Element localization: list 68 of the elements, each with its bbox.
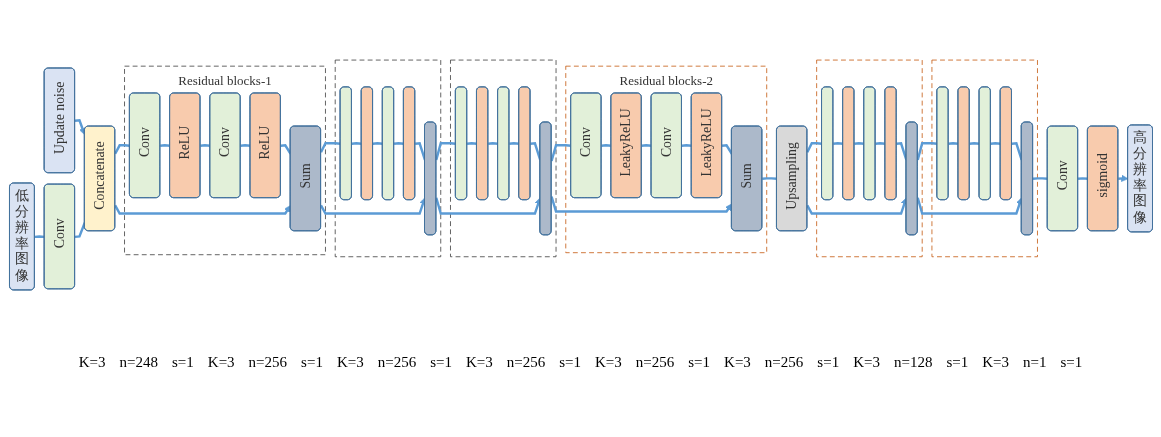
- connector: [466, 142, 477, 145]
- arrow: [916, 197, 1023, 215]
- parameter-label: n=256: [764, 354, 804, 371]
- arrow: [113, 204, 291, 215]
- connector: [1077, 177, 1088, 181]
- connector: [240, 144, 250, 147]
- parameter-label: n=256: [506, 354, 546, 371]
- connector: [832, 142, 843, 145]
- parameter-label: K=3: [336, 354, 364, 371]
- parameter-label: n=256: [248, 354, 288, 371]
- parameter-label: n=256: [635, 354, 675, 371]
- connector: [681, 144, 692, 147]
- connector: [199, 144, 210, 147]
- parameter-label: s=1: [301, 354, 323, 371]
- parameter-label: s=1: [688, 354, 711, 371]
- parameter-label: s=1: [172, 354, 194, 371]
- arrow: [319, 197, 426, 215]
- connector: [947, 142, 958, 145]
- connector: [549, 144, 571, 162]
- arrow: [549, 196, 732, 213]
- parameter-label: K=3: [853, 354, 880, 371]
- parameter-label: K=3: [207, 354, 235, 371]
- connector: [487, 142, 498, 145]
- cluster: [334, 59, 441, 258]
- connector: [969, 142, 980, 145]
- connector: [113, 144, 130, 155]
- arrow: [1117, 174, 1128, 182]
- cluster: [931, 59, 1038, 258]
- connector: [874, 142, 885, 145]
- connector: [990, 142, 1001, 145]
- connector: [372, 142, 383, 145]
- connector: [641, 144, 652, 147]
- parameter-label: s=1: [946, 354, 969, 371]
- connector: [393, 142, 404, 145]
- connector: [761, 177, 777, 181]
- connector: [1032, 177, 1048, 181]
- cluster: [815, 59, 923, 258]
- connector: [853, 142, 864, 145]
- connector: [1011, 142, 1023, 161]
- connector: [159, 144, 170, 147]
- parameter-label: n=1: [1023, 354, 1047, 371]
- connector: [600, 144, 611, 147]
- parameter-label: s=1: [817, 354, 840, 371]
- parameter-label: K=3: [982, 354, 1009, 371]
- connector: [34, 235, 45, 239]
- connector: [351, 142, 362, 145]
- connector: [529, 142, 541, 161]
- connector: [916, 142, 937, 161]
- connector: [896, 142, 908, 161]
- parameter-label: K=3: [465, 354, 493, 371]
- connector: [508, 142, 519, 145]
- arrow: [805, 197, 908, 215]
- parameter-label: s=1: [1060, 354, 1083, 371]
- parameter-label: K=3: [595, 354, 622, 371]
- connector: [414, 142, 426, 161]
- connector: [434, 142, 456, 161]
- connector: [319, 142, 341, 153]
- arrow: [74, 119, 86, 136]
- parameter-label: n=256: [377, 354, 417, 371]
- parameter-label: K=3: [78, 354, 106, 371]
- parameter-label: K=3: [724, 354, 751, 371]
- parameter-label: n=128: [893, 354, 933, 371]
- parameter-label: s=1: [559, 354, 581, 371]
- cluster: [449, 59, 556, 258]
- parameter-label: s=1: [430, 354, 452, 371]
- connector: [805, 142, 822, 153]
- arrow: [434, 197, 542, 215]
- parameter-label: n=248: [119, 354, 158, 371]
